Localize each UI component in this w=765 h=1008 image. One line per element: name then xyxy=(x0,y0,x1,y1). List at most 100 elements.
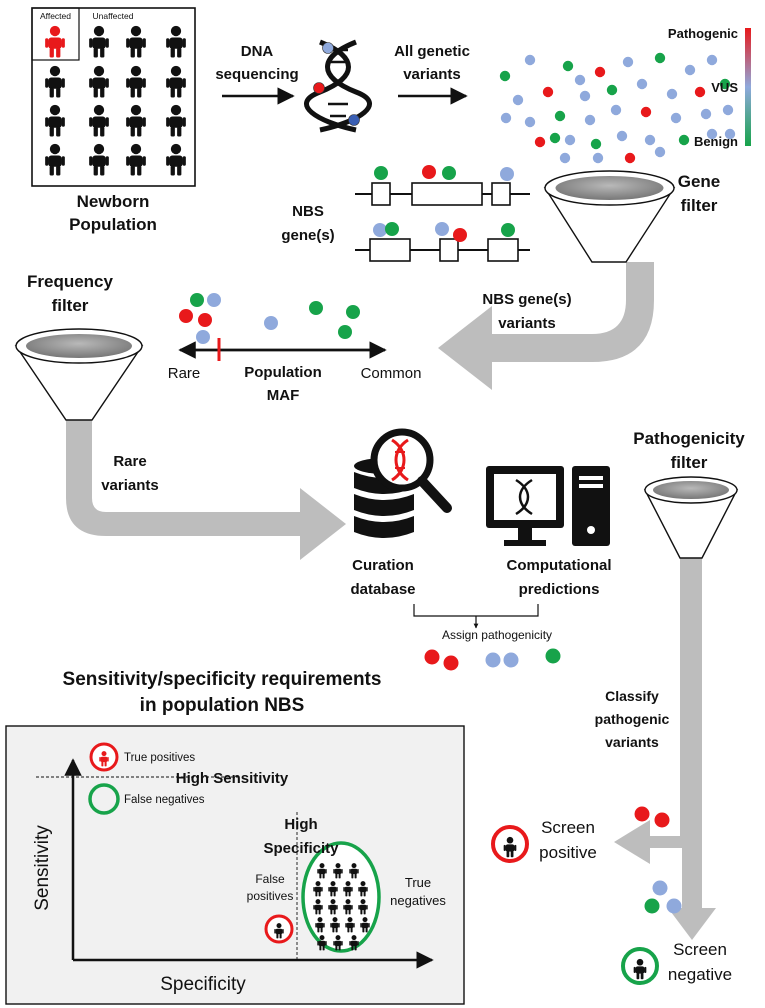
screen-negative-label1: Screen xyxy=(673,940,727,959)
false-label: False xyxy=(255,872,285,886)
variant-dot xyxy=(422,165,436,179)
y-axis-label: Sensitivity xyxy=(32,825,53,911)
variant-dot xyxy=(385,222,399,236)
variant-dot xyxy=(542,86,554,98)
variant-dot xyxy=(706,128,718,140)
curation-label1: Curation xyxy=(352,557,414,574)
maf-variant-dots xyxy=(179,293,360,344)
high-sensitivity-label: High Sensitivity xyxy=(176,770,289,787)
variant-dot xyxy=(654,146,666,158)
variant-dot xyxy=(666,898,682,914)
sens-spec-title2: in population NBS xyxy=(140,695,305,716)
true-positives-label: True positives xyxy=(124,752,195,764)
false-negatives-label: False negatives xyxy=(124,794,205,806)
variant-dot xyxy=(654,812,670,828)
pathogenicity-filter-title2: filter xyxy=(671,453,708,472)
variant-dot xyxy=(524,54,536,66)
variant-dot xyxy=(435,222,449,236)
variant-dot xyxy=(512,94,524,106)
newborn-title: Newborn xyxy=(77,192,150,211)
frequency-filter-funnel xyxy=(14,328,144,421)
curation-label2: database xyxy=(350,581,415,598)
gene-structure-1 xyxy=(355,182,530,206)
variant-dot xyxy=(654,52,666,64)
variant-cloud xyxy=(499,52,736,164)
nbs-variants-label2: variants xyxy=(498,315,556,332)
pathogenicity-filter-funnel xyxy=(643,476,739,559)
variant-dot xyxy=(501,223,515,237)
assign-bracket xyxy=(413,604,539,629)
computational-label2: predictions xyxy=(519,581,600,598)
screen-negative-label2: negative xyxy=(668,965,732,984)
pathogenicity-filter-title1: Pathogenicity xyxy=(633,429,745,448)
variant-dot xyxy=(700,108,712,120)
rare-variants-label1: Rare xyxy=(113,453,146,470)
true-label: True xyxy=(405,875,431,890)
variant-dot xyxy=(424,649,440,665)
pathogenicity-pipe-arrow xyxy=(614,556,716,940)
screen-positive-icon xyxy=(491,825,529,863)
variant-dot xyxy=(574,74,586,86)
pathogenicity-legend: Pathogenic VUS Benign xyxy=(668,26,751,149)
variant-dot xyxy=(722,104,734,116)
dna-label: DNA xyxy=(241,43,274,60)
x-axis-label: Specificity xyxy=(160,974,246,995)
variant-dot xyxy=(724,128,736,140)
gene-structure-2 xyxy=(355,238,530,262)
variant-dot xyxy=(622,56,634,68)
population-maf-label1: Population xyxy=(244,364,322,381)
magnifier-dna-icon xyxy=(370,428,452,513)
variant-dot xyxy=(694,86,706,98)
nbs-variants-label1: NBS gene(s) xyxy=(482,291,571,308)
variant-dot xyxy=(634,806,650,822)
screen-positive-label2: positive xyxy=(539,843,597,862)
legend-benign: Benign xyxy=(694,134,738,149)
variant-dot xyxy=(652,880,668,896)
dna-helix-icon xyxy=(304,39,372,133)
variant-dot xyxy=(554,110,566,122)
newborn-population-box: Affected Unaffected xyxy=(31,7,196,187)
variant-dot xyxy=(499,70,511,82)
true-negatives-ellipse xyxy=(301,841,381,953)
variant-dot xyxy=(636,78,648,90)
legend-gradient-bar xyxy=(745,28,751,146)
variant-dot xyxy=(562,60,574,72)
gene-variant-dots xyxy=(373,165,515,242)
variant-dot xyxy=(198,313,212,327)
variant-dot xyxy=(678,134,690,146)
variant-dot xyxy=(670,112,682,124)
gene-filter-title2: filter xyxy=(681,196,718,215)
variant-dot xyxy=(309,301,323,315)
specificity-label: Specificity xyxy=(263,840,339,857)
variant-dot xyxy=(606,84,618,96)
screen-negative-icon xyxy=(621,947,659,985)
screen-variant-dots xyxy=(634,806,682,914)
sens-spec-panel xyxy=(5,725,465,1005)
negatives-label: negatives xyxy=(390,893,446,908)
all-genetic-label: All genetic xyxy=(394,43,470,60)
legend-vus: VUS xyxy=(711,80,738,95)
frequency-filter-title1: Frequency xyxy=(27,272,114,291)
variant-dot xyxy=(644,898,660,914)
variant-dot xyxy=(592,152,604,164)
frequency-filter-pipe-arrow xyxy=(66,418,346,560)
variant-dot xyxy=(264,316,278,330)
variant-dot xyxy=(374,166,388,180)
variant-dot xyxy=(549,132,561,144)
variant-dot xyxy=(564,134,576,146)
variant-dot xyxy=(190,293,204,307)
gene-filter-title1: Gene xyxy=(678,172,721,191)
high-label: High xyxy=(284,816,317,833)
variant-dot xyxy=(610,104,622,116)
variant-dot xyxy=(624,152,636,164)
classify-label2: pathogenic xyxy=(595,711,670,727)
variant-dot xyxy=(346,305,360,319)
variant-dot xyxy=(179,309,193,323)
variant-dot xyxy=(684,64,696,76)
variant-dot xyxy=(442,166,456,180)
variant-dot xyxy=(500,167,514,181)
variant-dot xyxy=(590,138,602,150)
variant-dot xyxy=(584,114,596,126)
frequency-filter-title2: filter xyxy=(52,296,89,315)
